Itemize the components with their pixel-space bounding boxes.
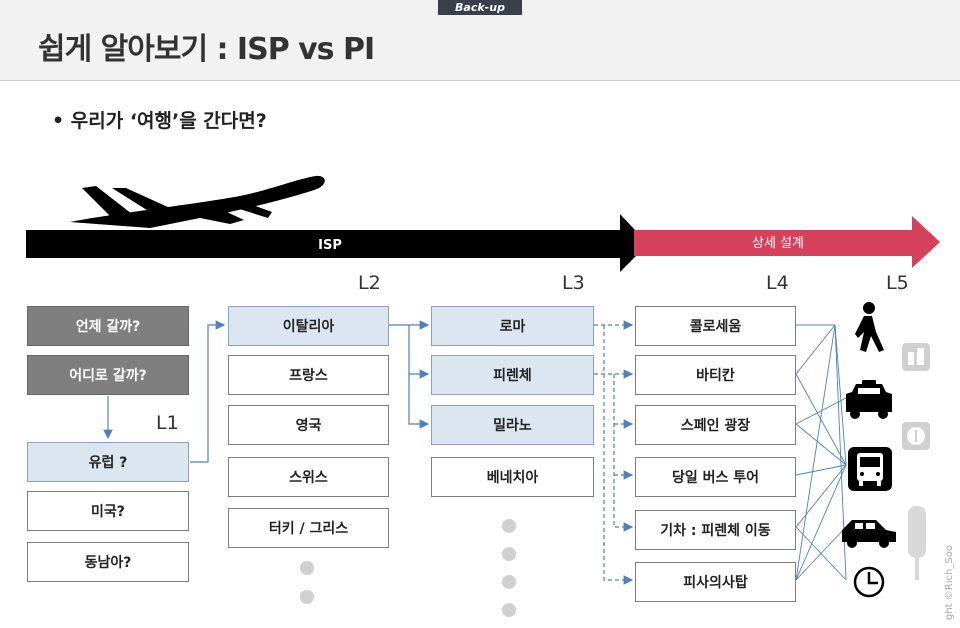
l2-item[interactable]: 영국 xyxy=(228,405,389,445)
taxi-icon xyxy=(846,380,892,419)
car-icon xyxy=(842,520,896,548)
l4-item[interactable]: 바티칸 xyxy=(635,355,796,395)
l3-item[interactable]: 밀라노 xyxy=(431,405,594,445)
more-dot xyxy=(300,561,314,575)
l4-item[interactable]: 스페인 광장 xyxy=(635,405,796,445)
popsicle-icon xyxy=(908,506,926,580)
l1-item[interactable]: 동남아? xyxy=(27,542,189,582)
l4-item[interactable]: 피사의사탑 xyxy=(635,562,796,602)
l4-item[interactable]: 당일 버스 투어 xyxy=(635,457,796,497)
level-l1: L1 xyxy=(156,412,179,434)
more-dot xyxy=(300,590,314,604)
l1-item[interactable]: 미국? xyxy=(27,491,189,531)
l2-item[interactable]: 프랑스 xyxy=(228,355,389,395)
question-when: 언제 갈까? xyxy=(27,306,189,346)
clock-icon xyxy=(855,568,883,596)
more-dot xyxy=(502,575,516,589)
question-where: 어디로 갈까? xyxy=(27,355,189,395)
l3-item[interactable]: 로마 xyxy=(431,306,594,346)
l2-item[interactable]: 터키 / 그리스 xyxy=(228,508,389,548)
l4-item[interactable]: 기차 : 피렌체 이동 xyxy=(635,510,796,550)
bus-icon xyxy=(848,447,892,491)
utensils-icon xyxy=(902,422,930,450)
level-l5: L5 xyxy=(886,272,909,294)
l2-item[interactable]: 스위스 xyxy=(228,457,389,497)
level-l3: L3 xyxy=(562,272,585,294)
level-l2: L2 xyxy=(358,272,381,294)
l4-item[interactable]: 콜로세움 xyxy=(635,306,796,346)
more-dot xyxy=(502,603,516,617)
l3-item[interactable]: 베네치아 xyxy=(431,457,594,497)
l3-item[interactable]: 피렌체 xyxy=(431,355,594,395)
more-dot xyxy=(502,519,516,533)
walking-person-icon xyxy=(855,302,884,352)
more-dot xyxy=(502,547,516,561)
level-l4: L4 xyxy=(766,272,789,294)
airplane-icon xyxy=(70,176,325,228)
copyright-watermark: ght ©Rich_Soo xyxy=(944,545,955,620)
drink-icon xyxy=(902,343,930,371)
l2-item[interactable]: 이탈리아 xyxy=(228,306,389,346)
detail-label: 상세 설계 xyxy=(752,236,804,251)
isp-label: ISP xyxy=(318,238,342,253)
l1-item[interactable]: 유럽 ? xyxy=(27,442,189,482)
